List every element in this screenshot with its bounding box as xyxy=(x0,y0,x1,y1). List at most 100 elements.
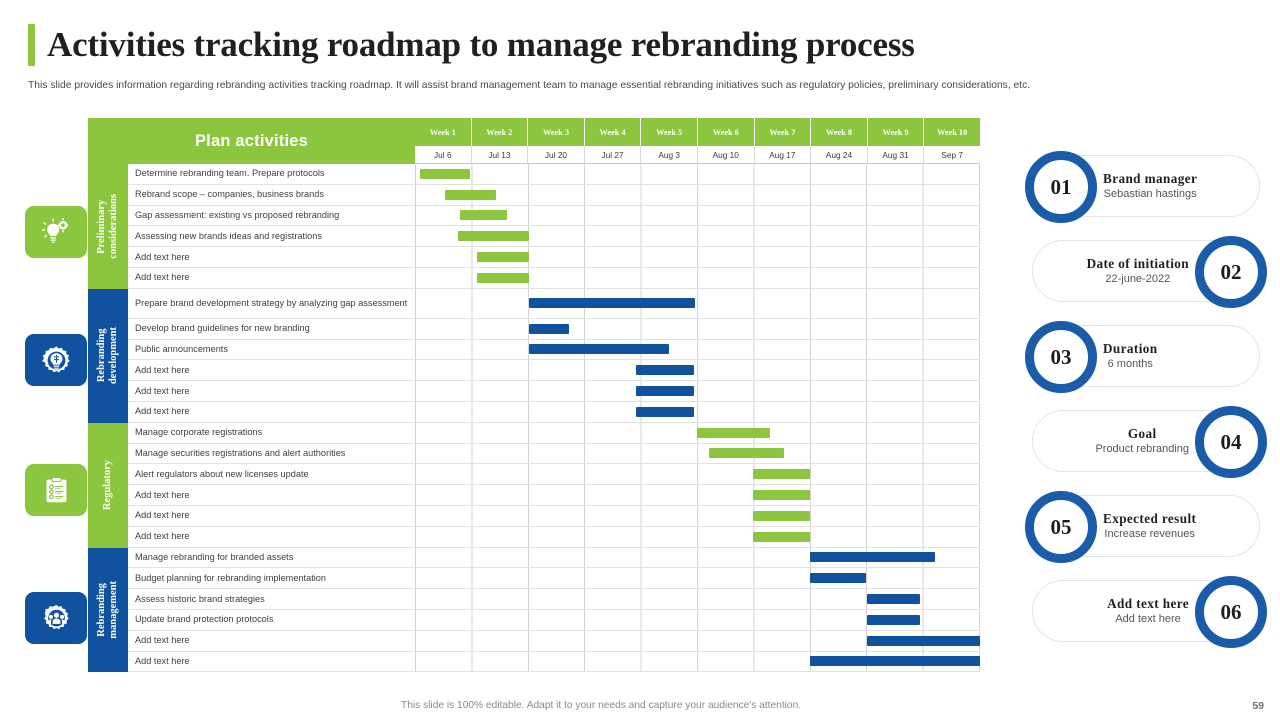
gantt-bar[interactable] xyxy=(809,552,935,563)
gantt-row[interactable]: Rebrand scope – companies, business bran… xyxy=(128,184,980,206)
date-header-cell: Sep 7 xyxy=(924,146,980,164)
page-subtitle: This slide provides information regardin… xyxy=(28,80,1031,91)
gantt-row[interactable]: Alert regulators about new licenses upda… xyxy=(128,464,980,486)
gantt-row[interactable]: Add text here xyxy=(128,526,980,548)
gantt-bar[interactable] xyxy=(709,448,785,459)
gantt-bar[interactable] xyxy=(867,614,920,625)
gantt-row[interactable]: Add text here xyxy=(128,381,980,402)
gantt-bar[interactable] xyxy=(635,406,695,417)
info-card-subtitle: Product rebranding xyxy=(1095,442,1189,455)
gantt-row[interactable]: Add text here xyxy=(128,505,980,527)
gantt-bar[interactable] xyxy=(867,635,980,646)
gantt-bar[interactable] xyxy=(753,510,810,521)
gantt-task-label: Gap assessment: existing vs proposed reb… xyxy=(128,205,415,227)
info-card-subtitle: Sebastian hastings xyxy=(1103,187,1197,200)
gantt-track xyxy=(415,318,980,340)
gantt-row[interactable]: Assess historic brand strategies xyxy=(128,589,980,610)
gantt-task-label: Prepare brand development strategy by an… xyxy=(128,288,415,319)
date-header-cell: Jul 27 xyxy=(584,146,642,164)
gantt-bar[interactable] xyxy=(528,344,669,355)
gantt-task-label: Manage rebranding for branded assets xyxy=(128,547,415,569)
gantt-bar[interactable] xyxy=(528,323,570,334)
gantt-bar[interactable] xyxy=(445,189,497,200)
gantt-bar[interactable] xyxy=(476,272,529,283)
footer-note: This slide is 100% editable. Adapt it to… xyxy=(401,700,802,711)
gantt-track xyxy=(415,422,980,444)
gantt-row[interactable]: Add text here xyxy=(128,267,980,289)
gantt-bar[interactable] xyxy=(459,210,508,221)
gantt-bar[interactable] xyxy=(809,573,867,584)
gantt-task-label: Add text here xyxy=(128,247,415,268)
gantt-row[interactable]: Manage corporate registrations xyxy=(128,422,980,444)
gantt-track xyxy=(415,630,980,652)
gantt-row[interactable]: Gap assessment: existing vs proposed reb… xyxy=(128,205,980,227)
gantt-row[interactable]: Public announcements xyxy=(128,339,980,361)
gantt-row[interactable]: Budget planning for rebranding implement… xyxy=(128,568,980,590)
section-icon-preliminary-considerations xyxy=(25,206,87,258)
gantt-bar[interactable] xyxy=(753,531,810,542)
gantt-track xyxy=(415,464,980,486)
week-header-cell: Week 7 xyxy=(754,118,812,146)
gantt-row[interactable]: Assessing new brands ideas and registrat… xyxy=(128,226,980,248)
date-header-cell: Jul 13 xyxy=(471,146,529,164)
date-header-cell: Aug 3 xyxy=(641,146,698,164)
gantt-track xyxy=(415,401,980,423)
gantt-track xyxy=(415,205,980,227)
gantt-section-rows: Prepare brand development strategy by an… xyxy=(128,288,980,423)
gantt-bar[interactable] xyxy=(809,656,980,667)
gantt-row[interactable]: Prepare brand development strategy by an… xyxy=(128,288,980,319)
title-bar: Activities tracking roadmap to manage re… xyxy=(28,24,915,66)
gantt-bar[interactable] xyxy=(528,298,696,309)
gantt-bar[interactable] xyxy=(419,168,470,179)
gantt-bar[interactable] xyxy=(696,427,771,438)
gantt-track xyxy=(415,381,980,402)
gantt-row[interactable]: Add text here xyxy=(128,360,980,382)
info-card-title: Duration xyxy=(1103,340,1158,356)
gantt-bar[interactable] xyxy=(635,365,695,376)
gantt-row[interactable]: Add text here xyxy=(128,630,980,652)
gantt-row[interactable]: Add text here xyxy=(128,401,980,423)
gantt-row[interactable]: Develop brand guidelines for new brandin… xyxy=(128,318,980,340)
gantt-track xyxy=(415,164,980,185)
gantt-task-label: Add text here xyxy=(128,401,415,423)
gantt-bar[interactable] xyxy=(635,386,695,397)
gantt-task-label: Update brand protection protocols xyxy=(128,609,415,631)
gantt-bar[interactable] xyxy=(476,252,529,263)
gantt-task-label: Public announcements xyxy=(128,339,415,361)
gantt-row[interactable]: Manage securities registrations and aler… xyxy=(128,443,980,465)
gantt-task-label: Add text here xyxy=(128,267,415,289)
gantt-row[interactable]: Add text here xyxy=(128,485,980,506)
gantt-row[interactable]: Manage rebranding for branded assets xyxy=(128,547,980,569)
gantt-bar[interactable] xyxy=(458,231,529,242)
gantt-row[interactable]: Update brand protection protocols xyxy=(128,609,980,631)
gantt-row[interactable]: Determine rebranding team. Prepare proto… xyxy=(128,164,980,185)
page-number: 59 xyxy=(1252,700,1264,712)
section-icon-regulatory xyxy=(25,464,87,516)
gantt-bar[interactable] xyxy=(753,469,810,480)
gantt-track xyxy=(415,339,980,361)
gear-brain-icon xyxy=(41,345,70,372)
info-card-title: Date of initiation xyxy=(1086,255,1189,271)
page-title: Activities tracking roadmap to manage re… xyxy=(47,25,915,64)
gantt-track xyxy=(415,485,980,506)
gantt-task-label: Assess historic brand strategies xyxy=(128,589,415,610)
gantt-row[interactable]: Add text here xyxy=(128,247,980,268)
gantt-bar[interactable] xyxy=(753,490,810,501)
gantt-row[interactable]: Add text here xyxy=(128,651,980,673)
gantt-bar[interactable] xyxy=(867,594,920,605)
